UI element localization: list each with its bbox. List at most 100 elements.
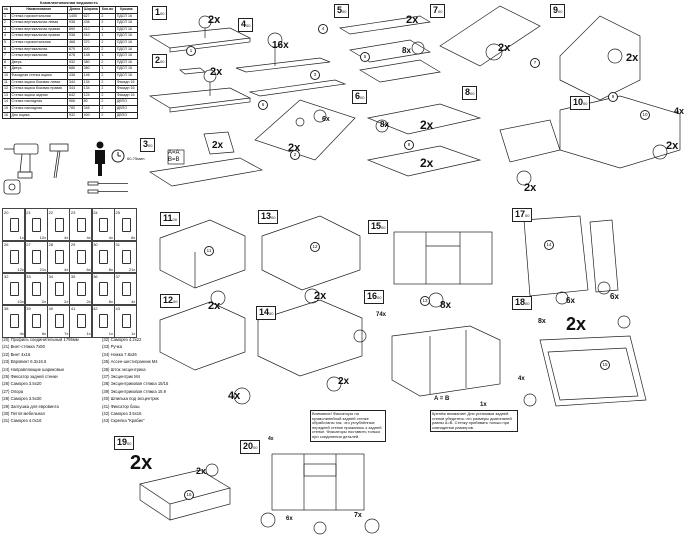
step-4-drawing (235, 32, 347, 97)
multiplier-8x: 8x (402, 46, 411, 55)
equation-labels: A=A B=B (168, 150, 180, 164)
multiplier-4x: 4x (268, 436, 274, 442)
step-label-2: 200 (152, 54, 168, 68)
multiplier-8x: 8x (440, 300, 452, 311)
multiplier-2x: 2x (524, 182, 537, 194)
hardware-cell: 31 21x (113, 240, 138, 274)
legend-item: (30) Петля мебельная (2, 411, 45, 417)
hardware-part-icon (10, 314, 19, 328)
table-cell: ДВПО (114, 111, 139, 120)
hardware-part-icon (76, 250, 86, 264)
legend-item: (35) Ассен-шестигранник М4 (102, 359, 158, 365)
part-number-marker: 12 (310, 242, 320, 252)
hardware-part-icon (54, 314, 64, 328)
hardware-quantity: 6x (86, 266, 91, 272)
hardware-quantity: 10x (17, 298, 24, 304)
hardware-number: 30 (93, 242, 98, 247)
tape-measure-icon (3, 179, 21, 195)
multiplier-4x: 4x (518, 376, 525, 382)
multiplier-8x: 8x (380, 120, 389, 129)
step-16-drawing (353, 325, 501, 397)
drill-icon (4, 143, 39, 179)
hardware-number: 35 (70, 274, 76, 279)
hardware-quantity: 4x (108, 234, 113, 240)
hardware-number: 38 (4, 306, 9, 311)
legend-item: (32) Саморез 4.2x22 (102, 337, 142, 342)
part-number-marker: 4 (318, 24, 328, 34)
step-label-10: 1000 (570, 96, 591, 110)
hardware-number: 20 (4, 210, 9, 215)
legend-item: (36) Шток эксцентрика (102, 366, 146, 372)
multiplier-2x: 2x (666, 140, 679, 152)
hardware-part-icon (121, 250, 131, 264)
person-icon (95, 141, 105, 176)
hardware-part-icon (32, 218, 42, 232)
part-number-marker: 13 (420, 296, 430, 306)
hardware-part-icon (121, 314, 131, 328)
hardware-quantity: 4x (86, 234, 91, 240)
step-label-19: 1900 (114, 436, 135, 450)
hammer-icon (49, 143, 69, 179)
hardware-part-icon (10, 282, 19, 296)
multiplier-6x: 6x (610, 292, 619, 301)
hardware-quantity: 6x (41, 330, 47, 336)
hardware-number: 43 (115, 306, 120, 311)
table-cell: 2 (99, 111, 116, 120)
multiplier-8x: 8x (538, 318, 546, 325)
legend-item: (42) Саморез 3.5x16 (102, 411, 142, 417)
multiplier-2x: 2x (196, 466, 207, 476)
hardware-part-icon (10, 218, 19, 232)
multiplier-7x: 7x (354, 512, 362, 519)
hardware-part-icon (99, 314, 109, 328)
multiplier-6x: 6x (286, 516, 293, 522)
multiplier-2x: 2x (212, 140, 224, 151)
step-label-8: 800 (462, 86, 478, 100)
part-number-marker: 14 (544, 240, 554, 250)
legend-item: (25) Фиксатор задней стенки (2, 374, 58, 380)
multiplier-6x: 6x (566, 296, 575, 305)
step-13-drawing (261, 215, 361, 304)
legend-item: (22) Винт 4x16 (2, 351, 31, 357)
part-number-marker: 9 (608, 92, 618, 102)
hardware-part-icon (99, 282, 109, 296)
hardware-number: 31 (115, 242, 120, 247)
step-label-1: 100 (152, 6, 168, 20)
part-number-marker: 10 (640, 110, 650, 120)
table-cell: Дно ящика (9, 111, 69, 120)
legend-item: (33) Ручка (102, 344, 122, 350)
legend-item: (21) Винт-стяжка 7x50 (2, 344, 45, 350)
step-17-drawing (523, 215, 619, 305)
hardware-number: 33 (26, 274, 31, 279)
multiplier-2x: 2x (130, 452, 153, 474)
step-label-11: 1100 (160, 212, 180, 226)
part-number-marker: 5 (360, 52, 370, 62)
part-number-marker: 3 (310, 70, 320, 80)
hardware-number: 36 (93, 274, 98, 279)
hardware-quantity: 4x (64, 234, 69, 240)
equation-a: A=A (168, 150, 180, 156)
hardware-quantity: 4x (64, 266, 69, 272)
legend-item: (28) Саморез 3.5x30 (2, 396, 42, 402)
diagonal-equation: A = B (434, 396, 450, 402)
legend-item: (38) Эксцентриковая стяжка 15/15 (102, 381, 169, 387)
hardware-part-icon (99, 218, 109, 232)
legend-item: (37) Эксцентрик М4 (102, 374, 140, 380)
legend-item: (26) Саморез 3.5x20 (2, 381, 42, 387)
multiplier-2x: 2x (420, 156, 434, 170)
hardware-quantity: 21x (128, 266, 136, 272)
step-2-drawing (148, 67, 252, 113)
legend-item: (40) Шпилька под эксцентрик (102, 396, 159, 402)
note-box-back-panel: Внимание! Фиксаторы на прямолинейной зад… (310, 410, 386, 442)
